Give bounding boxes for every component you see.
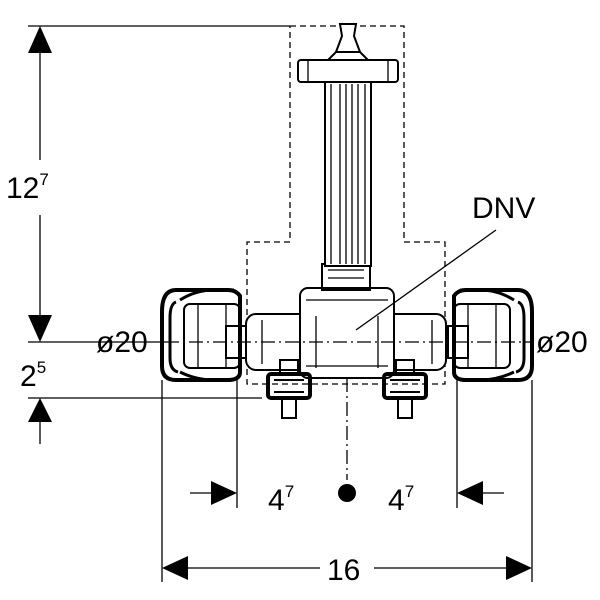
extension-lines (28, 25, 533, 582)
dnv-leader-line (355, 229, 497, 331)
right-mounting-nut (382, 359, 428, 419)
diameter-left-label: ø20 (96, 326, 148, 359)
valve-body (245, 263, 447, 379)
height-top-value: 127 (6, 170, 49, 205)
dnv-callout-label: DNV (472, 192, 535, 225)
overall-width-value: 16 (327, 554, 360, 587)
dimension-height-top (28, 26, 52, 342)
diameter-right-label: ø20 (536, 326, 588, 359)
left-fitting (160, 288, 247, 382)
height-bottom-value: 25 (20, 358, 46, 393)
dimension-offsets (190, 481, 504, 505)
offset-left-value: 47 (268, 482, 294, 517)
center-point-marker (338, 484, 356, 502)
left-mounting-nut (266, 359, 312, 419)
dimension-overall-width (162, 556, 532, 580)
right-fitting (447, 288, 534, 382)
installation-envelope (246, 25, 446, 385)
spindle-handle (297, 23, 399, 267)
offset-right-value: 47 (388, 482, 414, 517)
dimension-height-bottom (28, 398, 52, 444)
